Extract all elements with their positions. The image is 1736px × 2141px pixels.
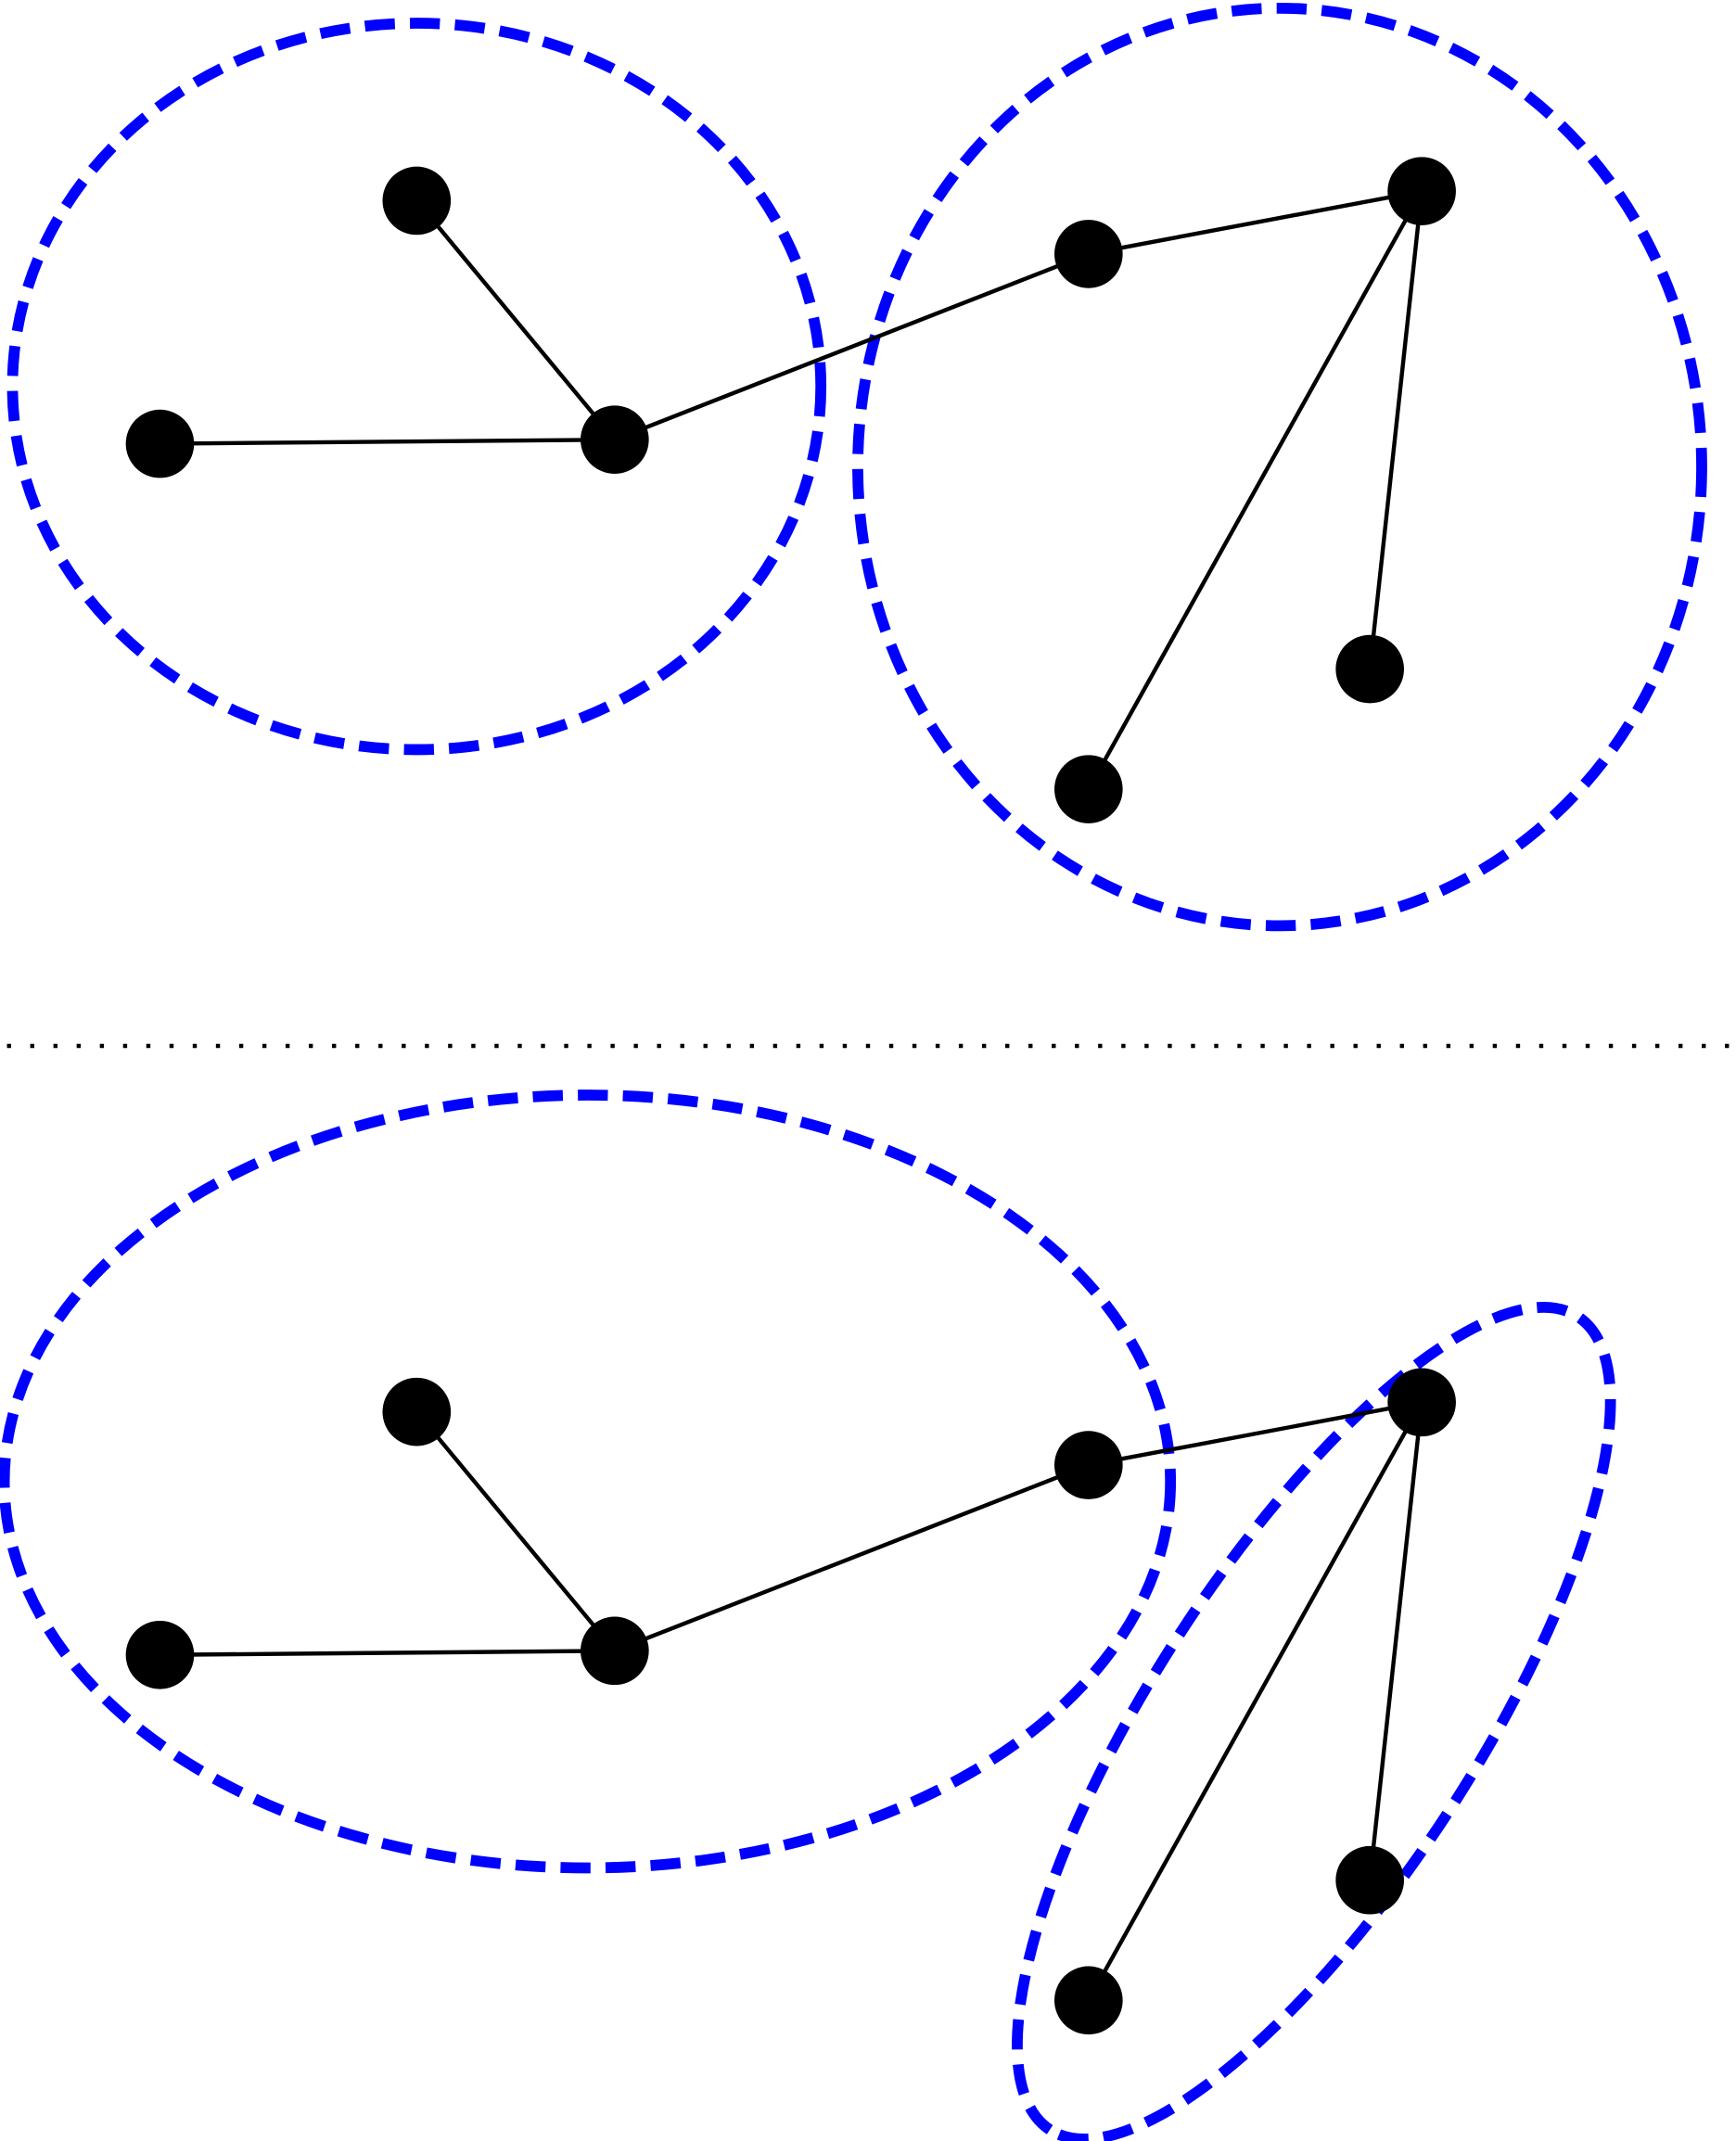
edge-top-e-f xyxy=(1367,190,1424,669)
node-top-d xyxy=(1054,220,1123,288)
node-top-b xyxy=(125,409,195,478)
edge-top-a-c xyxy=(415,199,617,441)
node-top-e xyxy=(1387,157,1456,225)
node-bottom-g xyxy=(1054,1966,1123,2035)
node-bottom-b xyxy=(125,1620,195,1689)
panel-top xyxy=(6,2,1707,932)
edge-bottom-a-c xyxy=(415,1410,617,1652)
node-top-a xyxy=(382,166,452,236)
edge-top-c-d xyxy=(614,251,1090,442)
cluster-bottom-right xyxy=(1012,1301,1616,2141)
node-bottom-a xyxy=(382,1377,452,1446)
panel-bottom xyxy=(0,1090,1616,2141)
edge-top-e-g xyxy=(1086,190,1424,791)
cluster-bottom-left xyxy=(0,1090,1176,1874)
edge-top-b-c xyxy=(160,437,615,446)
node-top-f xyxy=(1335,634,1404,704)
edge-top-d-e xyxy=(1088,188,1423,257)
node-bottom-f xyxy=(1335,1845,1404,1915)
cluster-top-left xyxy=(6,18,827,756)
edge-bottom-d-e xyxy=(1088,1400,1423,1468)
node-top-c xyxy=(581,405,649,474)
node-bottom-c xyxy=(581,1616,649,1686)
edge-bottom-e-g xyxy=(1086,1401,1424,2002)
node-bottom-e xyxy=(1387,1368,1456,1437)
node-bottom-d xyxy=(1054,1431,1123,1499)
edge-bottom-e-f xyxy=(1367,1402,1424,1880)
cluster-top-right xyxy=(852,2,1707,932)
edge-bottom-b-c xyxy=(160,1649,615,1657)
edge-bottom-c-d xyxy=(614,1463,1090,1653)
node-top-g xyxy=(1054,755,1123,823)
